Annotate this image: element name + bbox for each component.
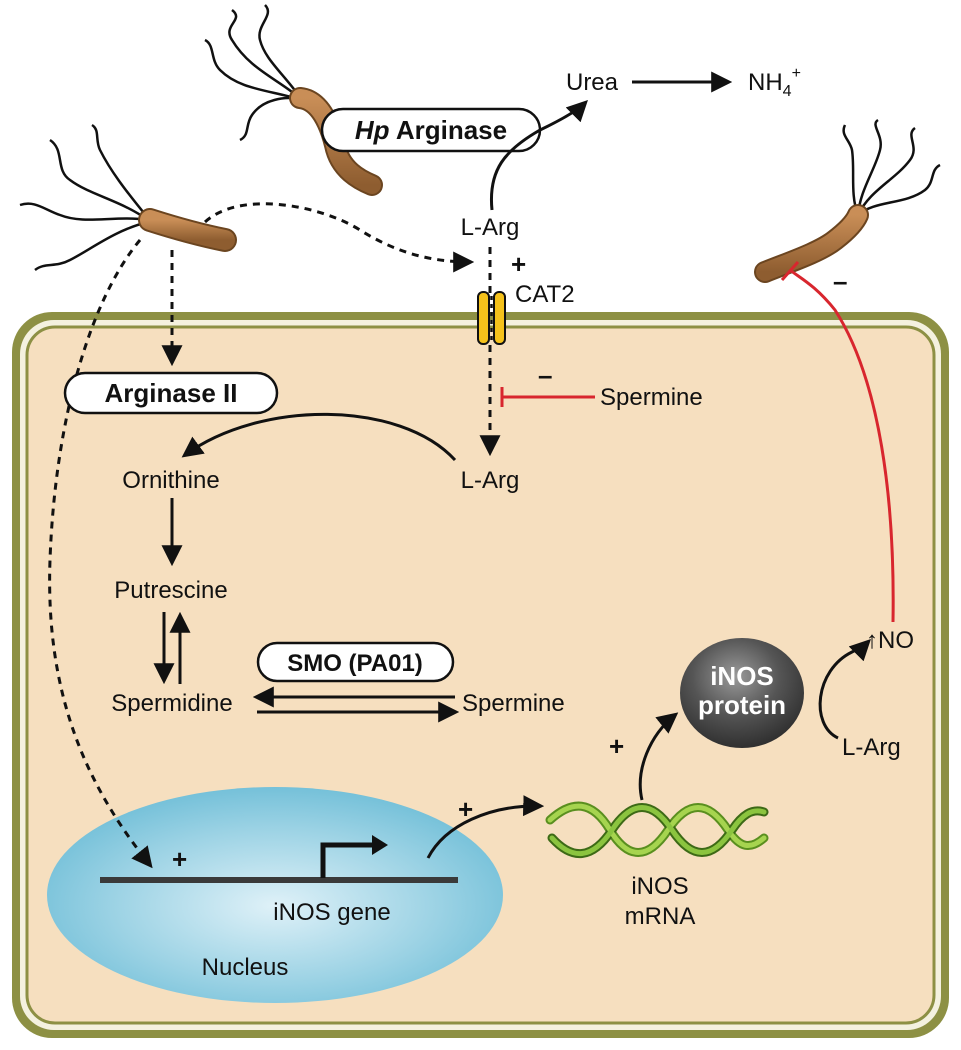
mrna-label-line1: iNOS [631, 873, 688, 900]
ammonium-label: NH4+ [748, 65, 801, 100]
helicobacter-bacterium-icon [754, 118, 941, 283]
nucleus [47, 787, 503, 1003]
bacterium-to-nucleus-dashed [48, 239, 153, 869]
no-label: ↑NO [866, 627, 914, 654]
hp-arginase-label: Hp Arginase [355, 115, 507, 145]
inos-protein-line2: protein [698, 690, 786, 720]
spermine-label: Spermine [462, 690, 565, 717]
inos-protein-line1: iNOS [710, 661, 774, 691]
plus-protein: + [609, 731, 624, 761]
mrna-helix-icon [545, 801, 769, 858]
no-inhibition-bar [780, 261, 800, 281]
minus-bacterium: – [833, 266, 847, 296]
larg-to-ornithine-arrow [181, 412, 457, 462]
smo-label: SMO (PA01) [287, 650, 423, 677]
no-inhibition-line [789, 268, 895, 623]
putrescine-label: Putrescine [114, 577, 227, 604]
plus-outside: + [511, 249, 526, 279]
arginase-ii-label: Arginase II [105, 378, 238, 408]
spermidine-label: Spermidine [111, 690, 232, 717]
bacterium-to-larg-dashed [203, 202, 475, 273]
no-up-arrow: ↑ [866, 627, 878, 654]
smo-box [256, 641, 455, 683]
urea-label: Urea [566, 69, 619, 96]
mrna-label-line2: mRNA [625, 903, 696, 930]
arginase-ii-box [63, 371, 279, 415]
transcription-start-arrow-icon [320, 835, 388, 878]
cat2-label: CAT2 [515, 281, 575, 308]
plus-mrna: + [458, 794, 473, 824]
mrna-to-protein-arrow [638, 712, 679, 801]
ornithine-label: Ornithine [122, 467, 219, 494]
gene-to-mrna-arrow [426, 795, 545, 859]
inos-protein-sphere-icon [680, 638, 804, 748]
larg-inside-label: L-Arg [461, 467, 520, 494]
helicobacter-bacterium-icon [19, 123, 237, 272]
larg-no-label: L-Arg [842, 734, 901, 761]
larg-outside-label: L-Arg [461, 214, 520, 241]
cat2-channel-icon [477, 291, 506, 345]
nucleus-label: Nucleus [202, 954, 289, 981]
larg-to-no-arrow [818, 639, 871, 740]
plus-gene: + [172, 844, 187, 874]
spermine-inhibitor-label: Spermine [600, 384, 703, 411]
inos-gene-label: iNOS gene [273, 899, 390, 926]
helicobacter-bacterium-icon [204, 4, 383, 196]
minus-spermine: – [538, 360, 552, 390]
larg-to-urea-arrow [489, 100, 588, 211]
